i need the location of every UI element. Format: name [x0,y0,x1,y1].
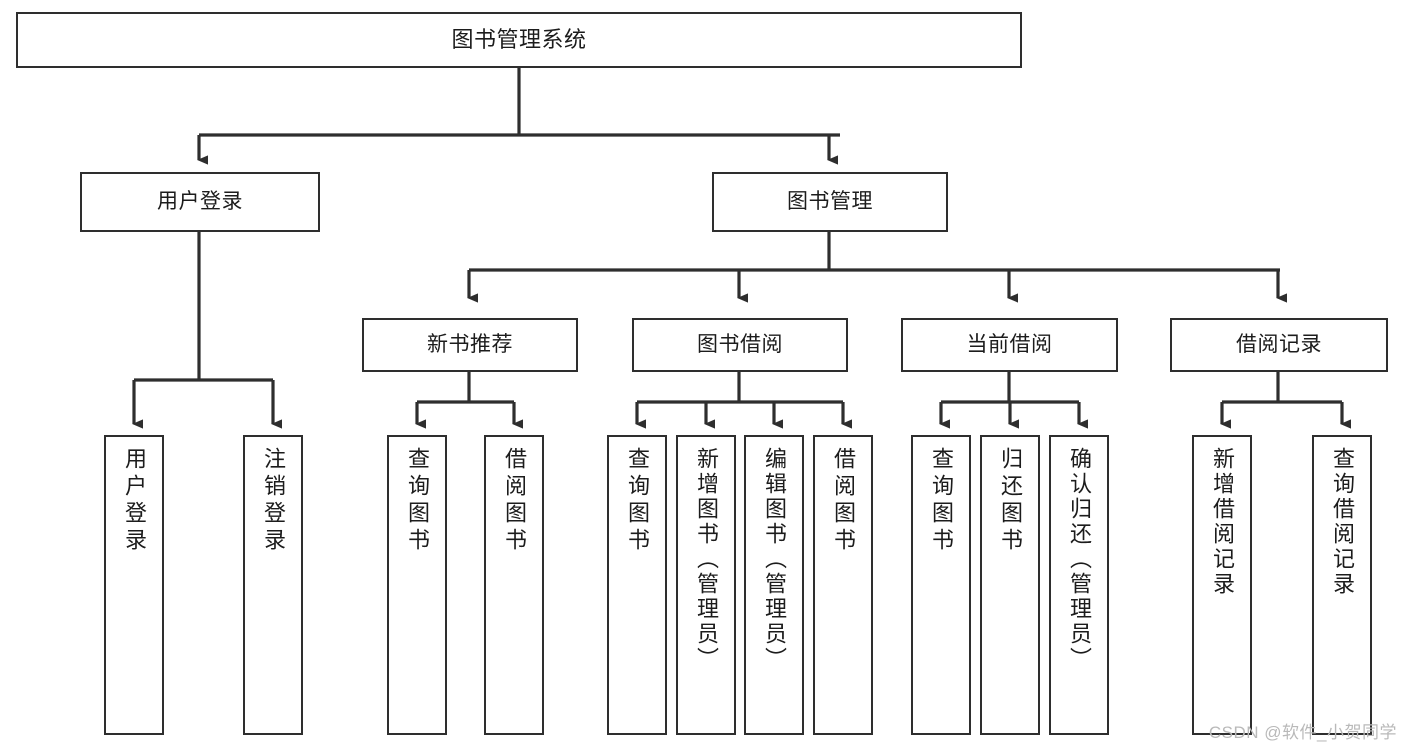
node-borrow-record[interactable]: 借阅记录 [1170,318,1388,372]
node-user-login[interactable]: 用户登录 [80,172,320,232]
node-label: 图书管理 [787,190,873,214]
leaf-add-book[interactable]: 新增图书（管理员） [676,435,736,735]
node-label: 用户登录 [157,190,243,214]
node-label: 注销登录 [261,447,286,555]
node-new-book-recommend[interactable]: 新书推荐 [362,318,578,372]
leaf-logout[interactable]: 注销登录 [243,435,303,735]
node-label: 查询借阅记录 [1330,447,1355,597]
node-label: 图书借阅 [697,333,783,357]
node-label: 借阅记录 [1236,333,1322,357]
leaf-query-borrow-record[interactable]: 查询借阅记录 [1312,435,1372,735]
node-book-borrow[interactable]: 图书借阅 [632,318,848,372]
leaf-add-borrow-record[interactable]: 新增借阅记录 [1192,435,1252,735]
leaf-return-book[interactable]: 归还图书 [980,435,1040,735]
node-root-system[interactable]: 图书管理系统 [16,12,1022,68]
node-book-manage[interactable]: 图书管理 [712,172,948,232]
leaf-borrow-book-2[interactable]: 借阅图书 [813,435,873,735]
node-current-borrow[interactable]: 当前借阅 [901,318,1118,372]
node-label: 新增借阅记录 [1210,447,1235,597]
node-label: 查询图书 [625,447,650,555]
node-label: 归还图书 [998,447,1023,555]
node-label: 借阅图书 [502,447,527,555]
node-label: 新增图书（管理员） [694,447,719,672]
node-label: 确认归还（管理员） [1067,447,1092,672]
leaf-query-book-1[interactable]: 查询图书 [387,435,447,735]
watermark: CSDN @软件_小贺同学 [1208,723,1397,742]
node-label: 编辑图书（管理员） [762,447,787,672]
leaf-query-book-2[interactable]: 查询图书 [607,435,667,735]
node-label: 用户登录 [122,447,147,555]
node-label: 借阅图书 [831,447,856,555]
leaf-user-login[interactable]: 用户登录 [104,435,164,735]
node-label: 查询图书 [405,447,430,555]
node-label: 当前借阅 [966,333,1053,357]
leaf-borrow-book-1[interactable]: 借阅图书 [484,435,544,735]
node-label: 新书推荐 [427,333,513,357]
node-label: 图书管理系统 [451,26,587,52]
leaf-edit-book[interactable]: 编辑图书（管理员） [744,435,804,735]
leaf-query-book-3[interactable]: 查询图书 [911,435,971,735]
node-label: 查询图书 [929,447,954,555]
leaf-confirm-return[interactable]: 确认归还（管理员） [1049,435,1109,735]
